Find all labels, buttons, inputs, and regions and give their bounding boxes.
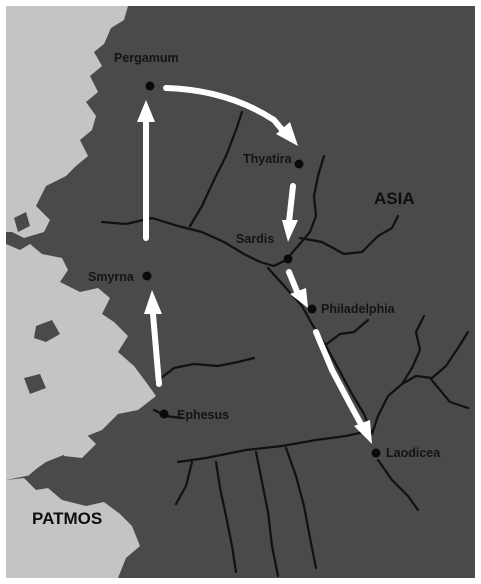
map-canvas: Pergamum Thyatira Sardis Smyrna Philadel…	[6, 6, 475, 578]
route-pergamum-thyatira	[163, 85, 287, 135]
arrowhead-pergamum	[137, 100, 155, 122]
route-philadelphia-laodicea	[313, 329, 365, 429]
arrowhead-laodicea	[354, 420, 372, 444]
label-philadelphia: Philadelphia	[321, 302, 396, 316]
city-dots	[142, 81, 381, 458]
route-ephesus-smyrna	[150, 311, 162, 387]
route-arrows	[137, 85, 372, 444]
label-ephesus: Ephesus	[177, 408, 229, 422]
region-label-asia: ASIA	[374, 189, 415, 208]
route-thyatira-sardis	[286, 183, 296, 225]
city-dot-ephesus	[159, 409, 169, 419]
city-dot-philadelphia	[307, 304, 317, 314]
label-laodicea: Laodicea	[386, 446, 441, 460]
route-sardis-philadelphia	[286, 269, 301, 297]
sea-area	[6, 6, 156, 578]
label-pergamum: Pergamum	[114, 51, 179, 65]
city-dot-laodicea	[371, 448, 381, 458]
island-label-patmos: PATMOS	[32, 509, 102, 528]
arrowhead-philadelphia	[290, 288, 308, 308]
city-dot-smyrna	[142, 271, 152, 281]
label-thyatira: Thyatira	[243, 152, 293, 166]
city-labels: Pergamum Thyatira Sardis Smyrna Philadel…	[88, 51, 441, 460]
city-dot-pergamum	[145, 81, 155, 91]
arrowhead-smyrna	[144, 290, 162, 314]
label-sardis: Sardis	[236, 232, 274, 246]
city-dot-thyatira	[294, 159, 304, 169]
arrowhead-sardis	[282, 220, 298, 242]
islands	[14, 212, 60, 394]
map-frame: Pergamum Thyatira Sardis Smyrna Philadel…	[6, 6, 475, 578]
city-dot-sardis	[283, 254, 293, 264]
label-smyrna: Smyrna	[88, 270, 135, 284]
arrowhead-thyatira	[276, 122, 298, 146]
